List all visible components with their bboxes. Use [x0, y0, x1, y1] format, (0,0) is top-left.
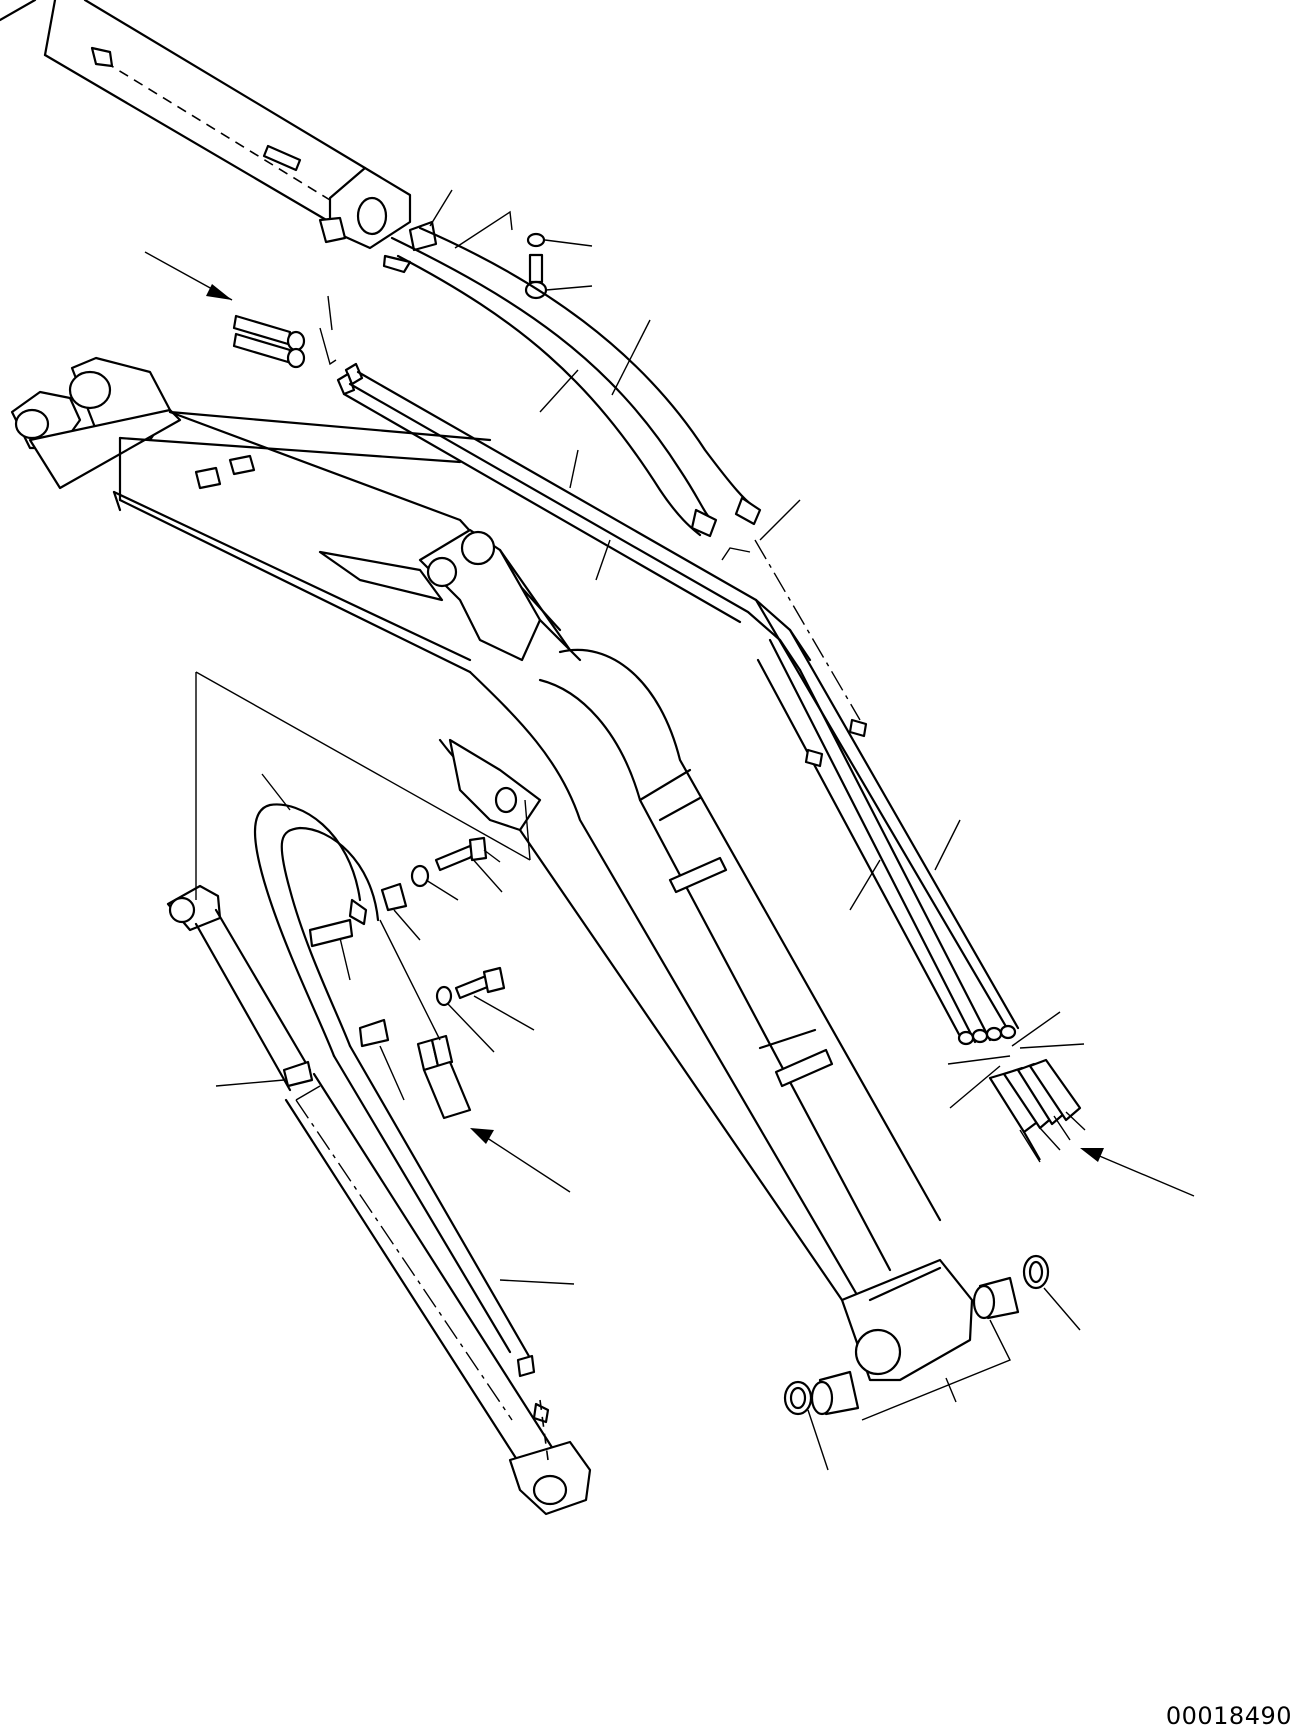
- tube-clamp-upper: [408, 189, 453, 252]
- boom-tubes: [336, 362, 1020, 1046]
- hoses-upper: [382, 226, 762, 538]
- view-arrow-lower-left: [470, 1128, 571, 1193]
- view-arrow-lower-right: [1080, 1148, 1195, 1197]
- leader-lines-left: [195, 671, 531, 1421]
- boom-cylinder-upper: [0, 0, 412, 250]
- drawing-number: 00018490: [1165, 1702, 1292, 1730]
- boom-cylinder-lower: [166, 884, 592, 1516]
- view-arrow-upper-left: [144, 251, 233, 301]
- hoses-lower-left: [254, 773, 575, 1378]
- tube-end-fittings: [957, 1024, 1017, 1046]
- boom: [10, 356, 974, 1382]
- hose-fittings-upper: [232, 295, 337, 369]
- hose-clamps-lower: [215, 882, 421, 1101]
- hose-fittings-lower: [379, 919, 472, 1120]
- bolt-washer-upper: [454, 210, 593, 300]
- hose-ends-right: [947, 1011, 1086, 1163]
- bolts-washers-lower: [410, 836, 535, 1053]
- leader-lines-right: [721, 539, 861, 721]
- boom-bushings: [783, 1254, 1081, 1471]
